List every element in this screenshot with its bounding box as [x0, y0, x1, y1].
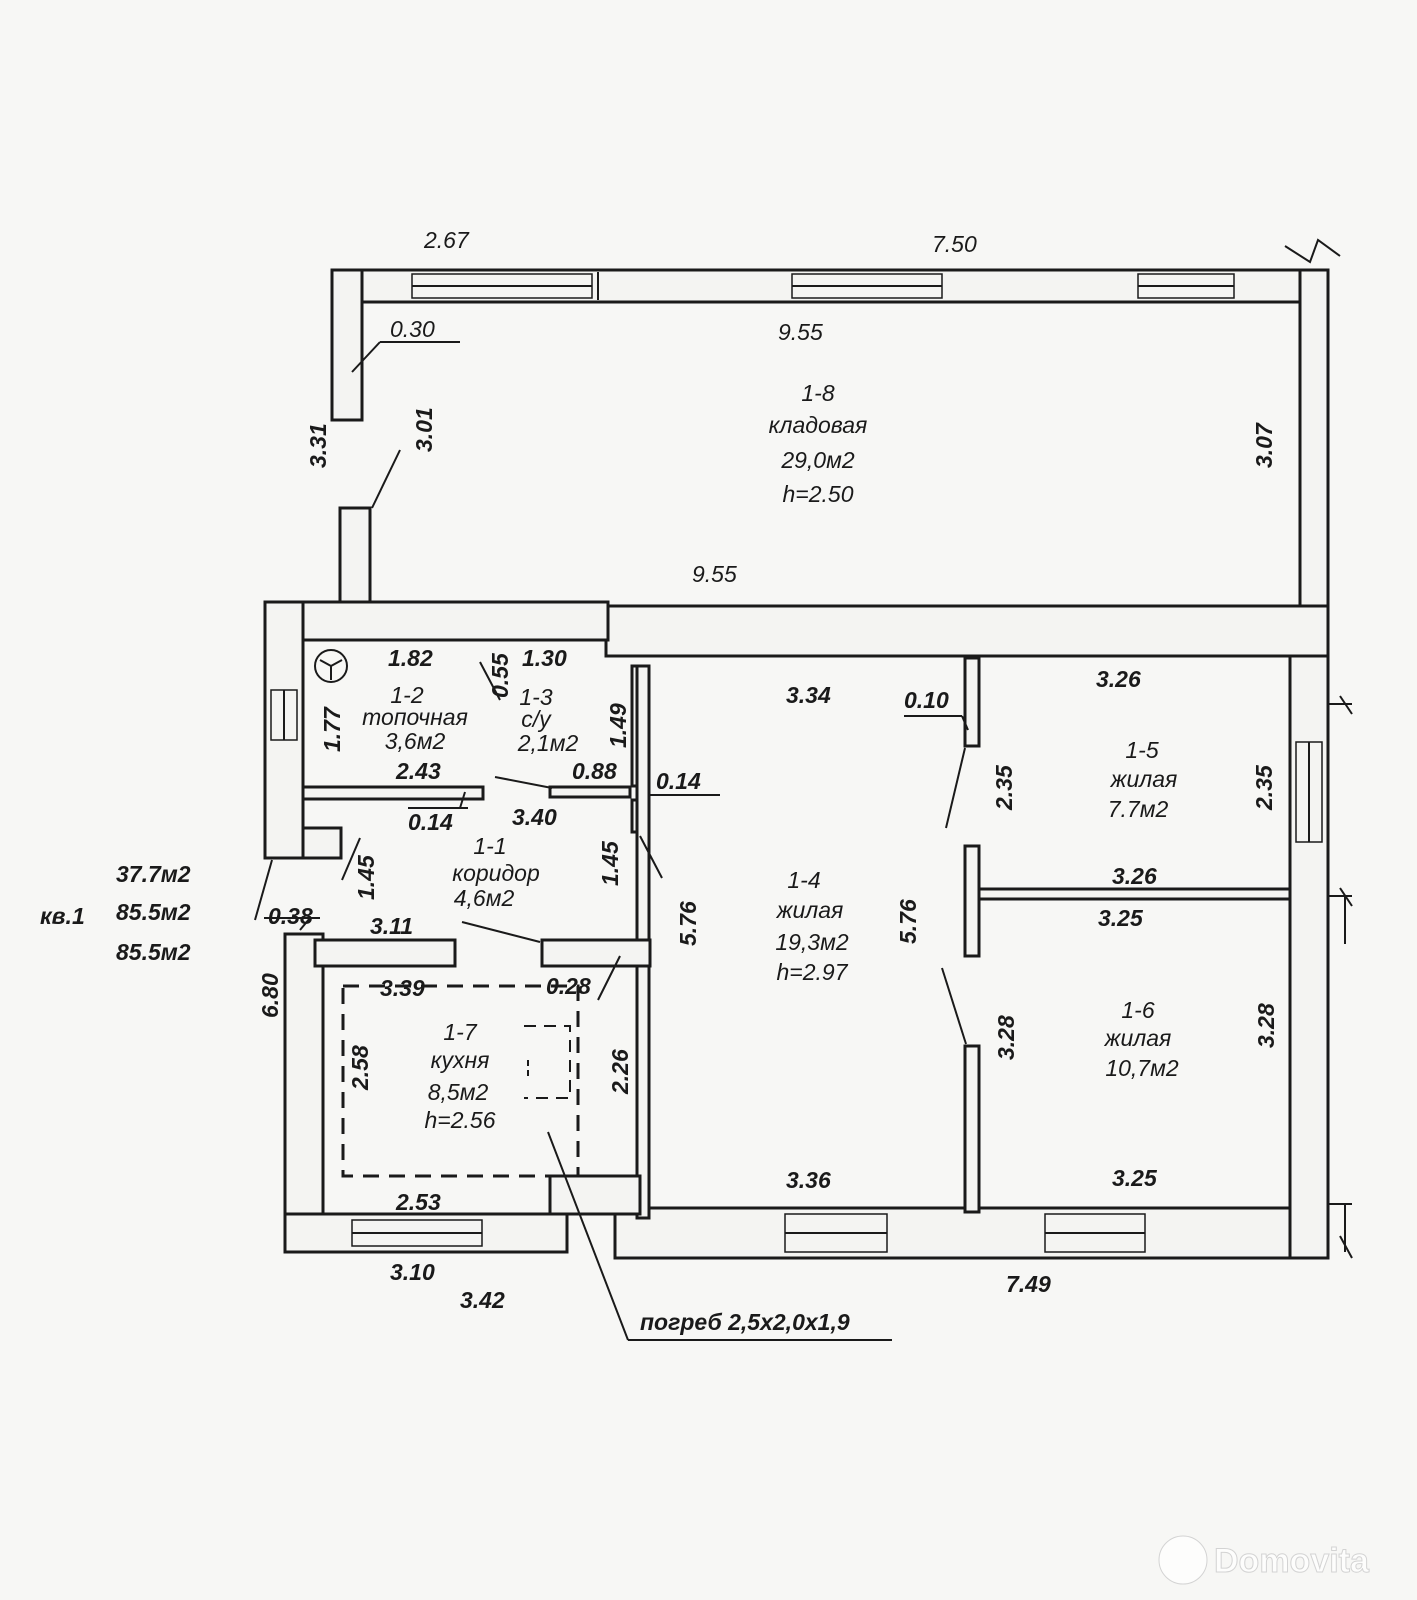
dim-0-10: 0.10: [904, 687, 949, 713]
room-1-5-label: 1-5 жилая 7.7м2: [1108, 737, 1178, 822]
dim-3-34: 3.34: [786, 682, 831, 708]
dim-0-30: 0.30: [390, 316, 435, 342]
dim-0-88: 0.88: [572, 758, 617, 784]
dim-3-28-right: 3.28: [1253, 1003, 1279, 1048]
room-1-8-area: 29,0м2: [780, 447, 855, 473]
room-1-3-area: 2,1м2: [517, 730, 579, 756]
room-1-7-height: h=2.56: [425, 1107, 496, 1133]
room-1-4-id: 1-4: [787, 867, 820, 893]
room-1-8-height: h=2.50: [783, 481, 854, 507]
room-1-3-id: 1-3: [519, 684, 552, 710]
room-1-6-label: 1-6 жилая 10,7м2: [1104, 997, 1179, 1081]
room-1-4-label: 1-4 жилая 19,3м2 h=2.97: [775, 867, 849, 985]
dim-6-80: 6.80: [257, 973, 283, 1018]
dim-9-55-bottom: 9.55: [692, 561, 737, 587]
room-1-2-area: 3,6м2: [385, 728, 446, 754]
dim-1-45-right: 1.45: [597, 840, 623, 886]
dim-1-45-left: 1.45: [353, 854, 379, 900]
room-1-5-name: жилая: [1110, 766, 1178, 792]
apartment-summary: кв.1 37.7м2 85.5м2 85.5м2: [40, 861, 191, 965]
dim-2-35-left: 2.35: [991, 764, 1017, 811]
room-1-7-name: кухня: [431, 1047, 490, 1073]
room-1-8-label: 1-8 кладовая 29,0м2 h=2.50: [769, 380, 868, 507]
room-1-2-label: 1-2 топочная 3,6м2: [362, 682, 468, 754]
room-1-1-id: 1-1: [473, 833, 506, 859]
dim-2-43: 2.43: [395, 758, 441, 784]
apartment-label: кв.1: [40, 903, 85, 929]
dim-0-38: 0.38: [268, 903, 313, 929]
room-1-5-id: 1-5: [1125, 737, 1158, 763]
dim-1-77: 1.77: [319, 706, 345, 752]
room-1-2-name: топочная: [362, 704, 468, 730]
room-1-6-area: 10,7м2: [1105, 1055, 1179, 1081]
dim-3-11: 3.11: [370, 913, 413, 939]
dim-1-49: 1.49: [605, 703, 631, 748]
dim-3-36: 3.36: [786, 1167, 831, 1193]
room-1-4-area: 19,3м2: [775, 929, 849, 955]
dim-3-25-bottom: 3.25: [1112, 1165, 1158, 1191]
dim-3-28-left: 3.28: [993, 1015, 1019, 1060]
dim-1-30: 1.30: [522, 645, 567, 671]
dim-0-28: 0.28: [546, 973, 591, 999]
dim-2-35-right: 2.35: [1251, 764, 1277, 811]
room-1-8-name: кладовая: [769, 412, 868, 438]
dim-7-49: 7.49: [1006, 1271, 1051, 1297]
dim-3-25-top: 3.25: [1098, 905, 1144, 931]
dim-3-07: 3.07: [1251, 422, 1277, 468]
dim-3-42: 3.42: [460, 1287, 505, 1313]
room-1-1-name: коридор: [452, 860, 540, 886]
dim-3-01: 3.01: [411, 407, 437, 452]
room-1-2-id: 1-2: [390, 682, 423, 708]
room-1-1-area: 4,6м2: [454, 885, 515, 911]
watermark-logo-icon: [1158, 1535, 1208, 1585]
room-1-6-id: 1-6: [1121, 997, 1154, 1023]
room-1-4-height: h=2.97: [777, 959, 849, 985]
watermark: Domovita: [1158, 1535, 1371, 1585]
summary-area-2: 85.5м2: [116, 899, 191, 925]
dim-2-58: 2.58: [347, 1045, 373, 1091]
dim-0-55: 0.55: [487, 652, 513, 698]
room-1-7-label: 1-7 кухня 8,5м2 h=2.56: [425, 1019, 496, 1133]
room-1-3-label: 1-3 с/у 2,1м2: [517, 684, 579, 756]
summary-area-1: 37.7м2: [116, 861, 191, 887]
room-1-8-id: 1-8: [801, 380, 834, 406]
room-1-7-area: 8,5м2: [428, 1079, 489, 1105]
dimension-labels: 2.67 7.50 0.30 9.55 9.55 1.82 1.30 2.43 …: [268, 227, 1158, 1313]
dim-3-10: 3.10: [390, 1259, 435, 1285]
dim-2-26: 2.26: [607, 1049, 633, 1095]
dim-1-82: 1.82: [388, 645, 433, 671]
dim-5-76-left: 5.76: [675, 901, 701, 946]
room-1-1-label: 1-1 коридор 4,6м2: [452, 833, 540, 911]
dim-3-26-top: 3.26: [1096, 666, 1141, 692]
room-1-4-name: жилая: [776, 897, 844, 923]
dim-3-40: 3.40: [512, 804, 557, 830]
dim-2-67: 2.67: [423, 227, 470, 253]
dim-0-14-right: 0.14: [656, 768, 701, 794]
dim-3-26-mid: 3.26: [1112, 863, 1157, 889]
dim-7-50: 7.50: [932, 231, 977, 257]
storage-walls: [330, 238, 1341, 612]
room-1-5-area: 7.7м2: [1108, 796, 1169, 822]
vertical-dimension-labels: 3.31 3.01 3.07 0.55 1.77 1.49 1.45 1.45 …: [257, 407, 1279, 1095]
dim-5-76-right: 5.76: [895, 899, 921, 944]
dim-9-55-top: 9.55: [778, 319, 823, 345]
watermark-text: Domovita: [1214, 1542, 1370, 1580]
summary-area-3: 85.5м2: [116, 939, 191, 965]
cellar-note: погреб 2,5х2,0х1,9: [640, 1309, 850, 1335]
dim-3-39: 3.39: [380, 975, 425, 1001]
dim-0-14-left: 0.14: [408, 809, 453, 835]
room-1-3-name: с/у: [521, 706, 552, 732]
room-1-7-id: 1-7: [443, 1019, 477, 1045]
room-1-6-name: жилая: [1104, 1025, 1172, 1051]
dim-3-31: 3.31: [305, 423, 331, 468]
house-walls: [254, 341, 1353, 1341]
dim-2-53: 2.53: [395, 1189, 441, 1215]
